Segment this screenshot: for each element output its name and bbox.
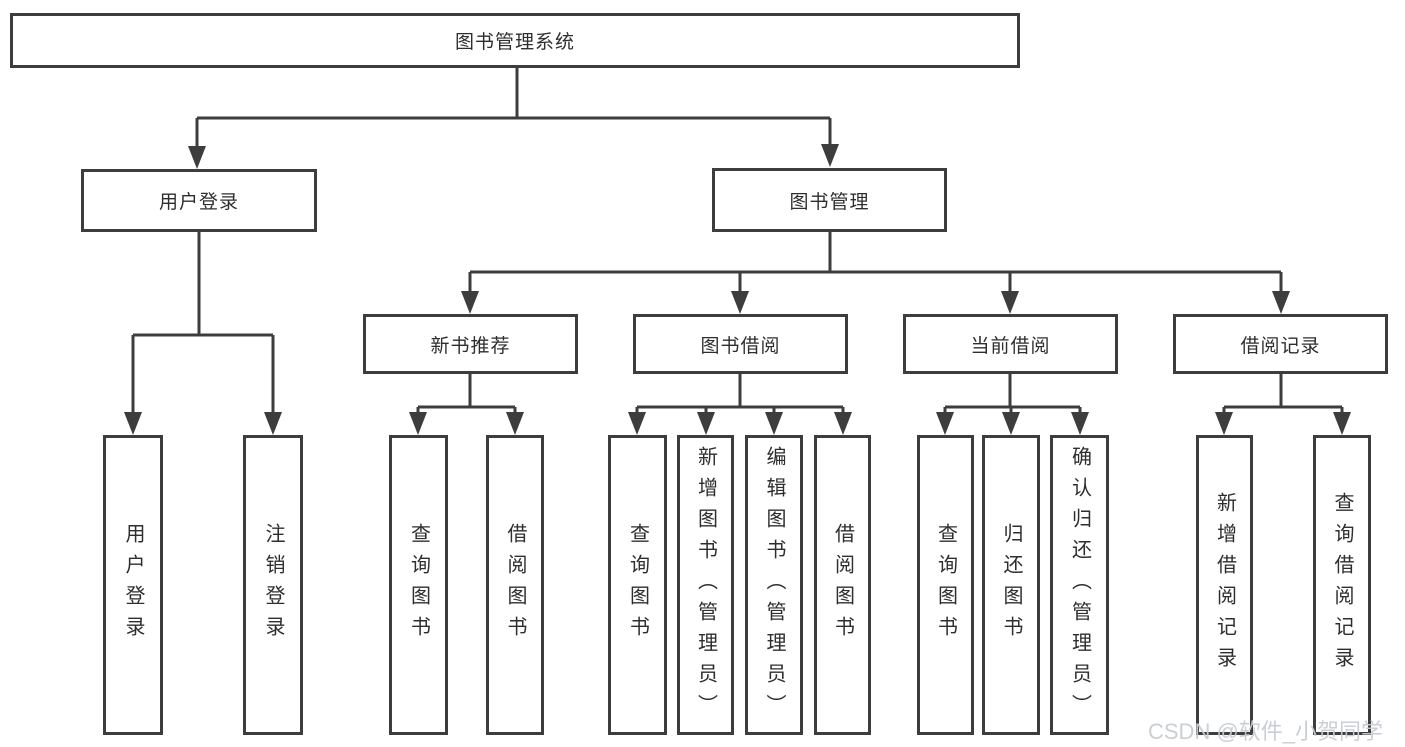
leaf-borrow-borrow-books-label: 借阅图书 [831, 523, 854, 647]
node-user-login-label: 用户登录 [158, 192, 239, 213]
leaf-current-query-books-label: 查询图书 [934, 523, 957, 647]
leaf-records-query-record-label: 查询借阅记录 [1331, 492, 1353, 678]
leaf-recommend-borrow-books: 借阅图书 [486, 435, 544, 735]
leaf-borrow-borrow-books: 借阅图书 [814, 435, 871, 735]
leaf-records-query-record: 查询借阅记录 [1313, 435, 1371, 735]
node-current-borrowing-label: 当前借阅 [970, 335, 1051, 357]
leaf-borrow-query-books-label: 查询图书 [626, 523, 649, 647]
leaf-recommend-borrow-books-label: 借阅图书 [504, 523, 526, 647]
node-book-borrowing: 图书借阅 [633, 314, 848, 374]
node-root: 图书管理系统 [10, 13, 1020, 68]
leaf-current-return-books-label: 归还图书 [1000, 523, 1022, 647]
leaf-current-confirm-return-admin: 确认归还（管理员） [1050, 435, 1109, 735]
csdn-watermark: CSDN @软件_小贺同学 [1148, 719, 1384, 744]
leaf-borrow-edit-books-admin-label: 编辑图书（管理员） [763, 445, 785, 725]
leaf-records-add-record-label: 新增借阅记录 [1213, 492, 1236, 678]
node-book-management-label: 图书管理 [789, 191, 870, 213]
leaf-logout-login-label: 注销登录 [262, 523, 284, 647]
leaf-recommend-query-books-label: 查询图书 [407, 523, 430, 647]
arrowhead-icons [124, 144, 1351, 435]
node-root-label: 图书管理系统 [454, 32, 575, 53]
node-borrowing-records-label: 借阅记录 [1240, 335, 1321, 357]
leaf-records-add-record: 新增借阅记录 [1196, 435, 1253, 735]
leaf-recommend-query-books: 查询图书 [389, 435, 448, 735]
leaf-user-login-label: 用户登录 [122, 523, 144, 647]
node-borrowing-records: 借阅记录 [1173, 314, 1388, 374]
node-book-borrowing-label: 图书借阅 [700, 335, 781, 357]
leaf-logout-login: 注销登录 [243, 435, 303, 735]
node-new-book-recommend: 新书推荐 [363, 314, 578, 374]
node-user-login: 用户登录 [81, 169, 317, 232]
leaf-borrow-query-books: 查询图书 [608, 435, 667, 735]
leaf-user-login: 用户登录 [103, 435, 163, 735]
leaf-borrow-edit-books-admin: 编辑图书（管理员） [745, 435, 803, 735]
node-current-borrowing: 当前借阅 [903, 314, 1118, 374]
leaf-current-confirm-return-admin-label: 确认归还（管理员） [1068, 445, 1091, 725]
leaf-borrow-add-books-admin-label: 新增图书（管理员） [694, 445, 717, 725]
leaf-current-query-books: 查询图书 [917, 435, 974, 735]
node-book-management: 图书管理 [712, 168, 947, 232]
node-new-book-recommend-label: 新书推荐 [430, 335, 511, 357]
leaf-borrow-add-books-admin: 新增图书（管理员） [677, 435, 734, 735]
leaf-current-return-books: 归还图书 [982, 435, 1040, 735]
